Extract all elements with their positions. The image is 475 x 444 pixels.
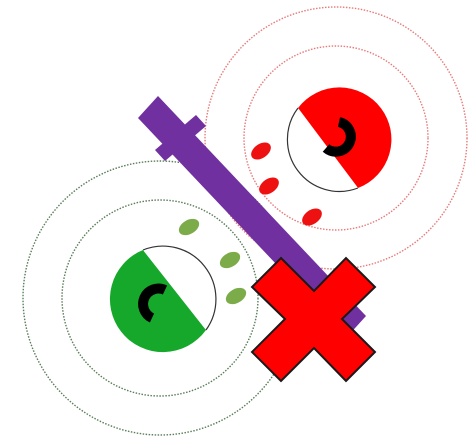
- green-dash-3: [223, 284, 249, 307]
- red-dash-2: [256, 174, 282, 198]
- red-dash-1: [248, 139, 274, 163]
- green-dash-1: [176, 215, 202, 238]
- red-dash-3: [299, 205, 325, 229]
- green-dash-2: [217, 248, 243, 271]
- red-c-node-icon: [287, 87, 391, 191]
- green-c-node-icon: [110, 246, 216, 352]
